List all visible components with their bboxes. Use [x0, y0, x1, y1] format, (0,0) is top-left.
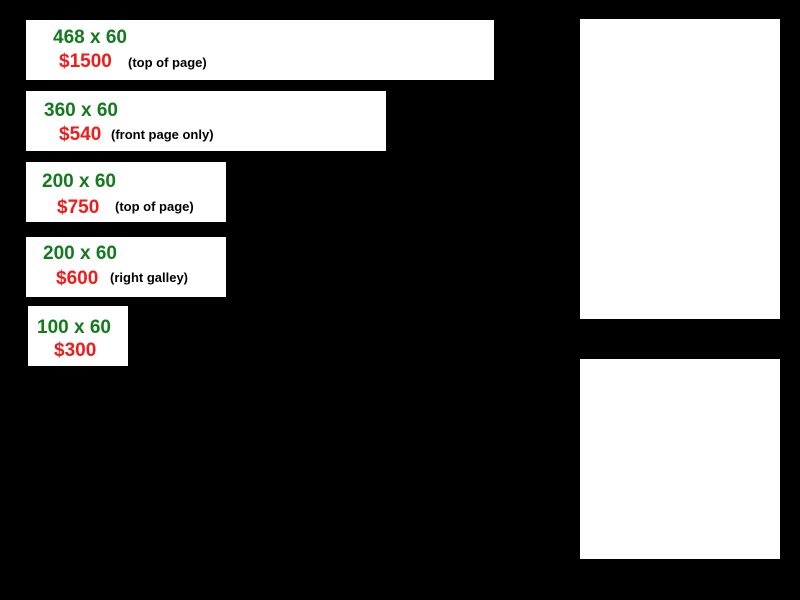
- ad-slot-bottom-right: [580, 359, 780, 559]
- ad-size: 468 x 60: [53, 27, 127, 48]
- ad-price: $1500: [59, 51, 112, 72]
- ad-slot-468x60: 468 x 60 $1500 (top of page): [26, 20, 494, 80]
- ad-price: $600: [56, 268, 99, 289]
- ad-note: (top of page): [128, 55, 207, 70]
- ad-note: (front page only): [111, 127, 214, 142]
- ad-note: (top of page): [115, 199, 194, 214]
- ad-price: $750: [57, 197, 100, 218]
- ad-slot-200x60-top: 200 x 60 $750 (top of page): [26, 162, 226, 222]
- skyscraper-ad-slot-top: [580, 19, 780, 319]
- ad-price: $540: [59, 124, 102, 145]
- ad-size: 200 x 60: [42, 171, 116, 192]
- ad-slot-200x60-right: 200 x 60 $600 (right galley): [26, 237, 226, 297]
- ad-price: $300: [54, 340, 97, 361]
- ad-slot-100x60: 100 x 60 $300: [28, 306, 128, 366]
- ad-size: 200 x 60: [43, 243, 117, 264]
- ad-slot-360x60: 360 x 60 $540 (front page only): [26, 91, 386, 151]
- ad-note: (right galley): [110, 270, 189, 285]
- ad-size: 360 x 60: [44, 100, 118, 121]
- ad-size: 100 x 60: [37, 317, 111, 338]
